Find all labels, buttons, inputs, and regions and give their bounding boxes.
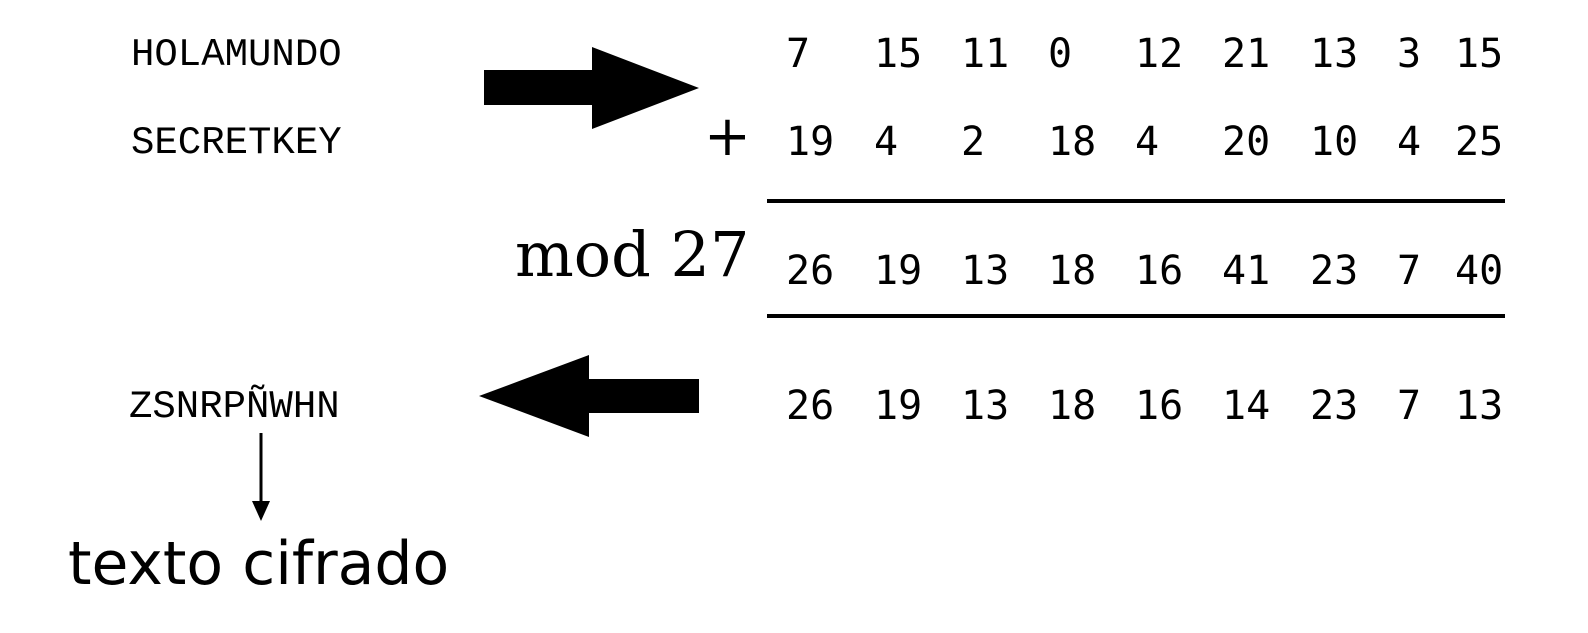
key-value: 19 [786,119,835,165]
key-value: 25 [1455,119,1504,165]
sum-value: 23 [1310,248,1359,294]
mod-value: 23 [1310,383,1359,429]
plus-operator: + [704,104,751,169]
key-value: 10 [1310,119,1359,165]
right-arrow-icon [484,47,699,129]
sum-value: 16 [1135,248,1184,294]
plaintext-value: 0 [1048,31,1073,77]
key-value: 4 [1135,119,1160,165]
sum-value: 41 [1222,248,1271,294]
mod-value: 13 [961,383,1010,429]
plaintext-value: 7 [786,31,811,77]
plaintext-value: 12 [1135,31,1184,77]
sum-value: 18 [1048,248,1097,294]
plaintext-value: 11 [961,31,1010,77]
sum-value: 26 [786,248,835,294]
plaintext-value: 15 [874,31,923,77]
plaintext-value: 13 [1310,31,1359,77]
modulus-label: mod 27 [515,218,750,291]
plaintext-value: 3 [1397,31,1422,77]
mod-value: 19 [874,383,923,429]
sum-value: 13 [961,248,1010,294]
plaintext-text: HOLAMUNDO [131,33,342,77]
plaintext-value: 21 [1222,31,1271,77]
result-label: texto cifrado [68,529,450,599]
key-value: 4 [874,119,899,165]
mod-value: 18 [1048,383,1097,429]
sum-value: 19 [874,248,923,294]
key-value: 18 [1048,119,1097,165]
sum-value: 7 [1397,248,1422,294]
key-text: SECRETKEY [131,121,342,165]
mod-value: 14 [1222,383,1271,429]
key-value: 4 [1397,119,1422,165]
down-arrow-icon [252,433,270,521]
mod-value: 7 [1397,383,1422,429]
key-value: 2 [961,119,986,165]
sum-divider-bottom [767,314,1505,318]
plaintext-value: 15 [1455,31,1504,77]
sum-divider-top [767,199,1505,203]
left-arrow-icon [479,355,699,437]
sum-value: 40 [1455,248,1504,294]
mod-value: 26 [786,383,835,429]
mod-value: 16 [1135,383,1184,429]
mod-value: 13 [1455,383,1504,429]
key-value: 20 [1222,119,1271,165]
ciphertext-text: ZSNRPÑWHN [129,385,340,429]
